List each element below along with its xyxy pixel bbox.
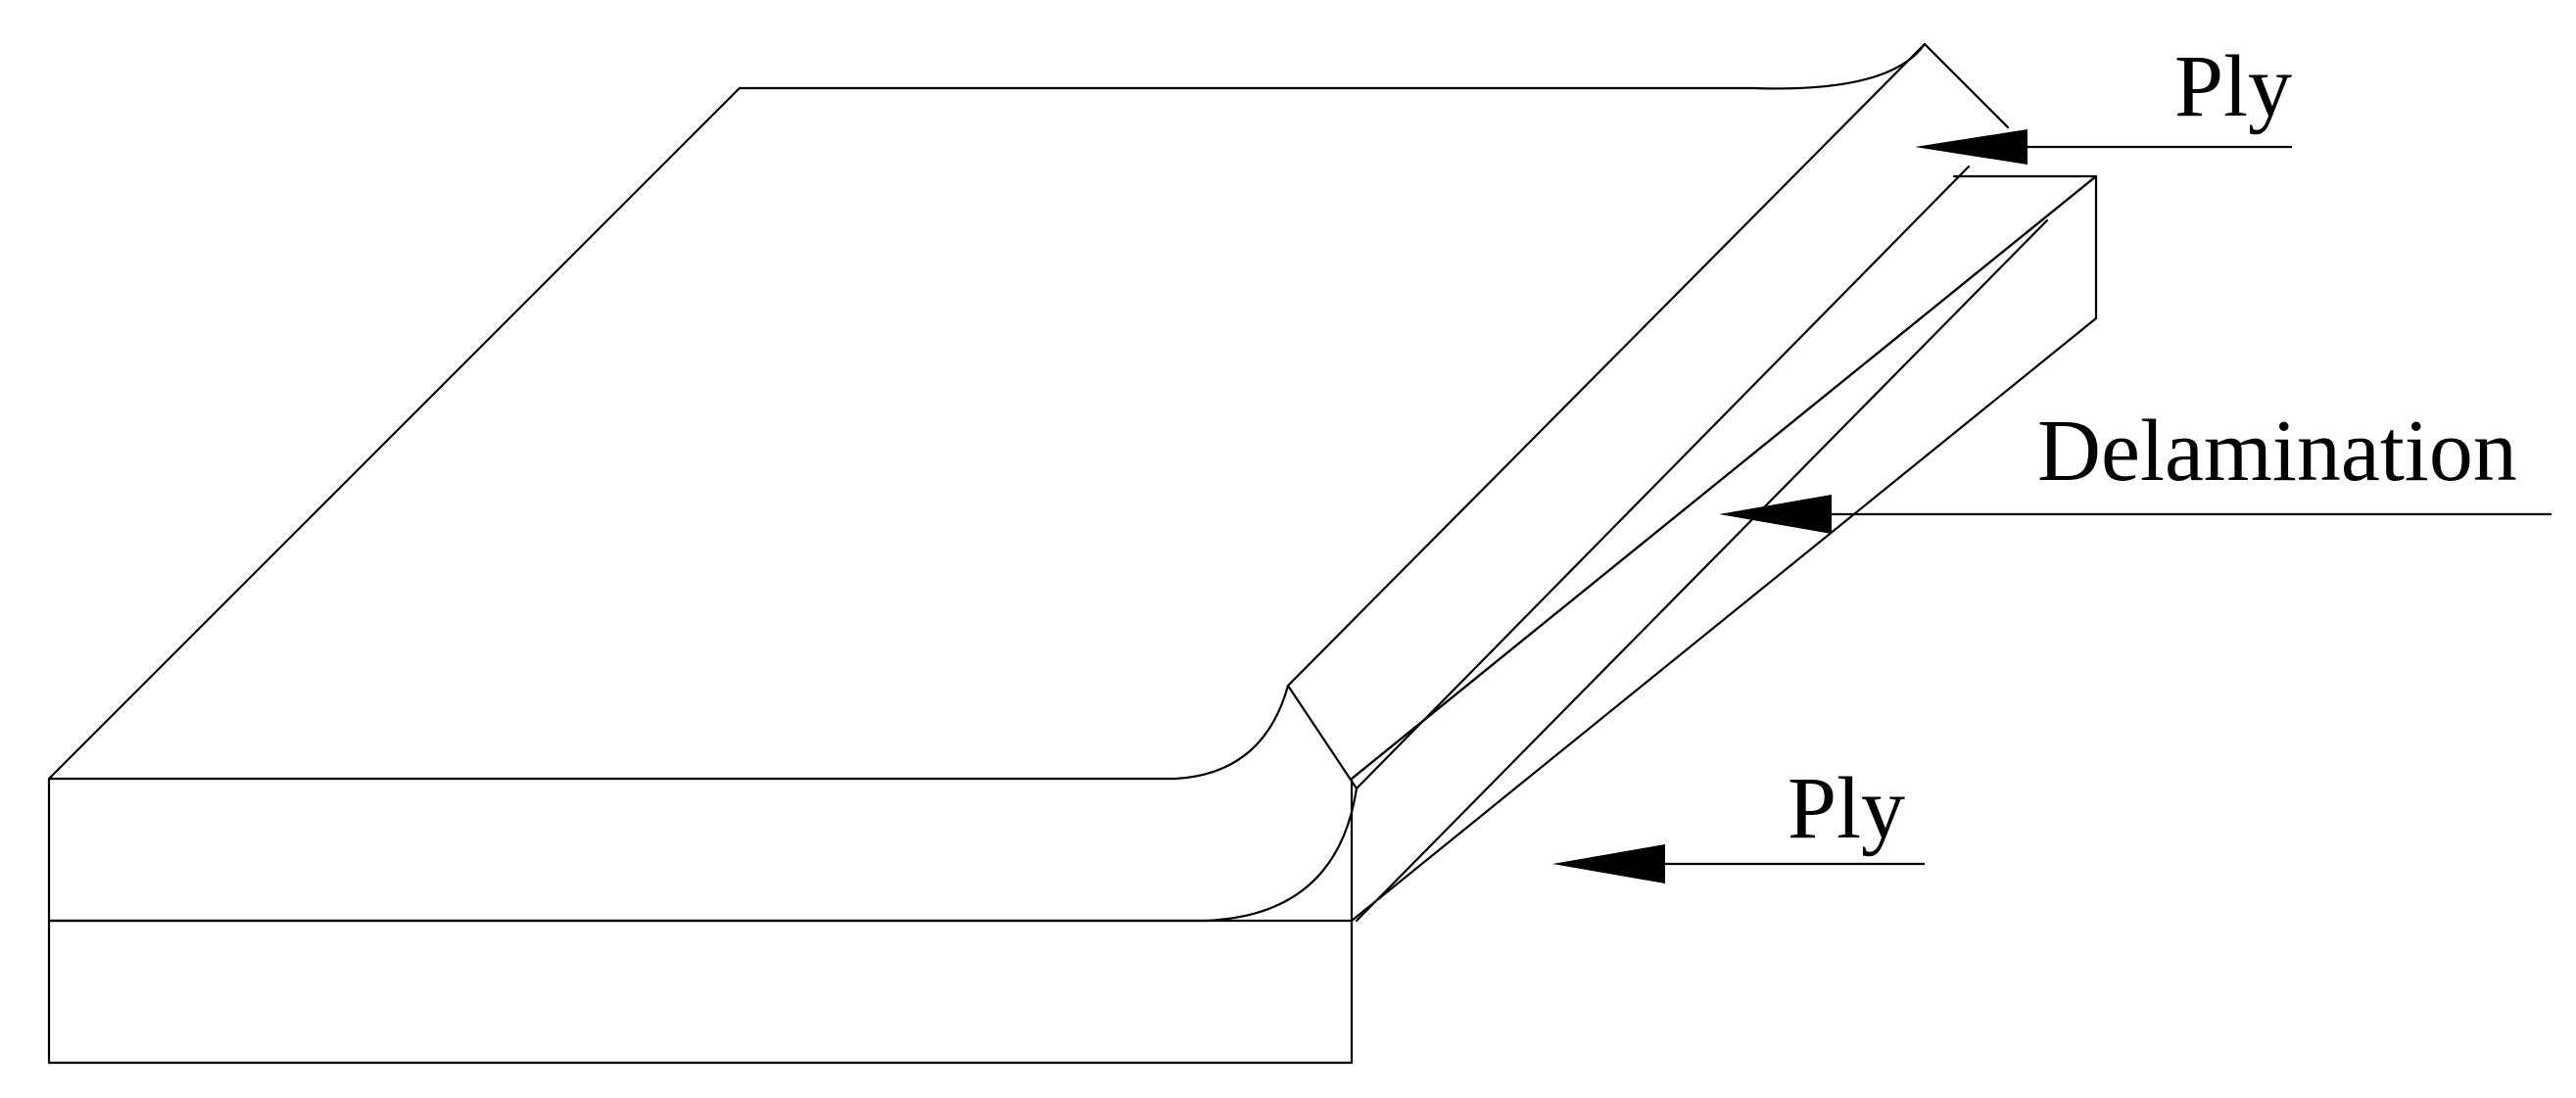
- top-ply-front-curl-upper: [1173, 684, 1290, 781]
- delamination-label: Delamination: [2037, 403, 2517, 500]
- laminate-drawing: [47, 42, 2098, 1065]
- top-ply-front-top-edge: [47, 777, 1177, 923]
- top-ply-top-surface: [47, 86, 1755, 781]
- bottom-ply-callout: Ply: [1552, 760, 1925, 883]
- top-ply-callout: Ply: [1915, 38, 2292, 165]
- delamination-crease-line: [1355, 218, 2049, 923]
- top-ply-front-curl-lower: [1203, 787, 1359, 923]
- top-ply-arrowhead: [1915, 129, 2027, 165]
- top-ply-label: Ply: [2174, 38, 2292, 135]
- bottom-ply-top-back-edge: [1350, 174, 2098, 781]
- top-ply-peel-line-outer: [1286, 42, 1927, 688]
- bottom-ply-label: Ply: [1788, 760, 1905, 857]
- bottom-ply-front-face: [47, 919, 1354, 1065]
- top-ply-peel-fold: [1286, 684, 1359, 790]
- delamination-callout: Delamination: [1719, 403, 2552, 534]
- bottom-ply-arrowhead: [1552, 844, 1665, 883]
- top-ply-back-fold: [1923, 42, 2010, 129]
- top-ply-back-curl: [1751, 42, 1927, 90]
- delamination-arrowhead: [1719, 495, 1832, 534]
- top-ply-peel-line-inner: [1355, 165, 1971, 790]
